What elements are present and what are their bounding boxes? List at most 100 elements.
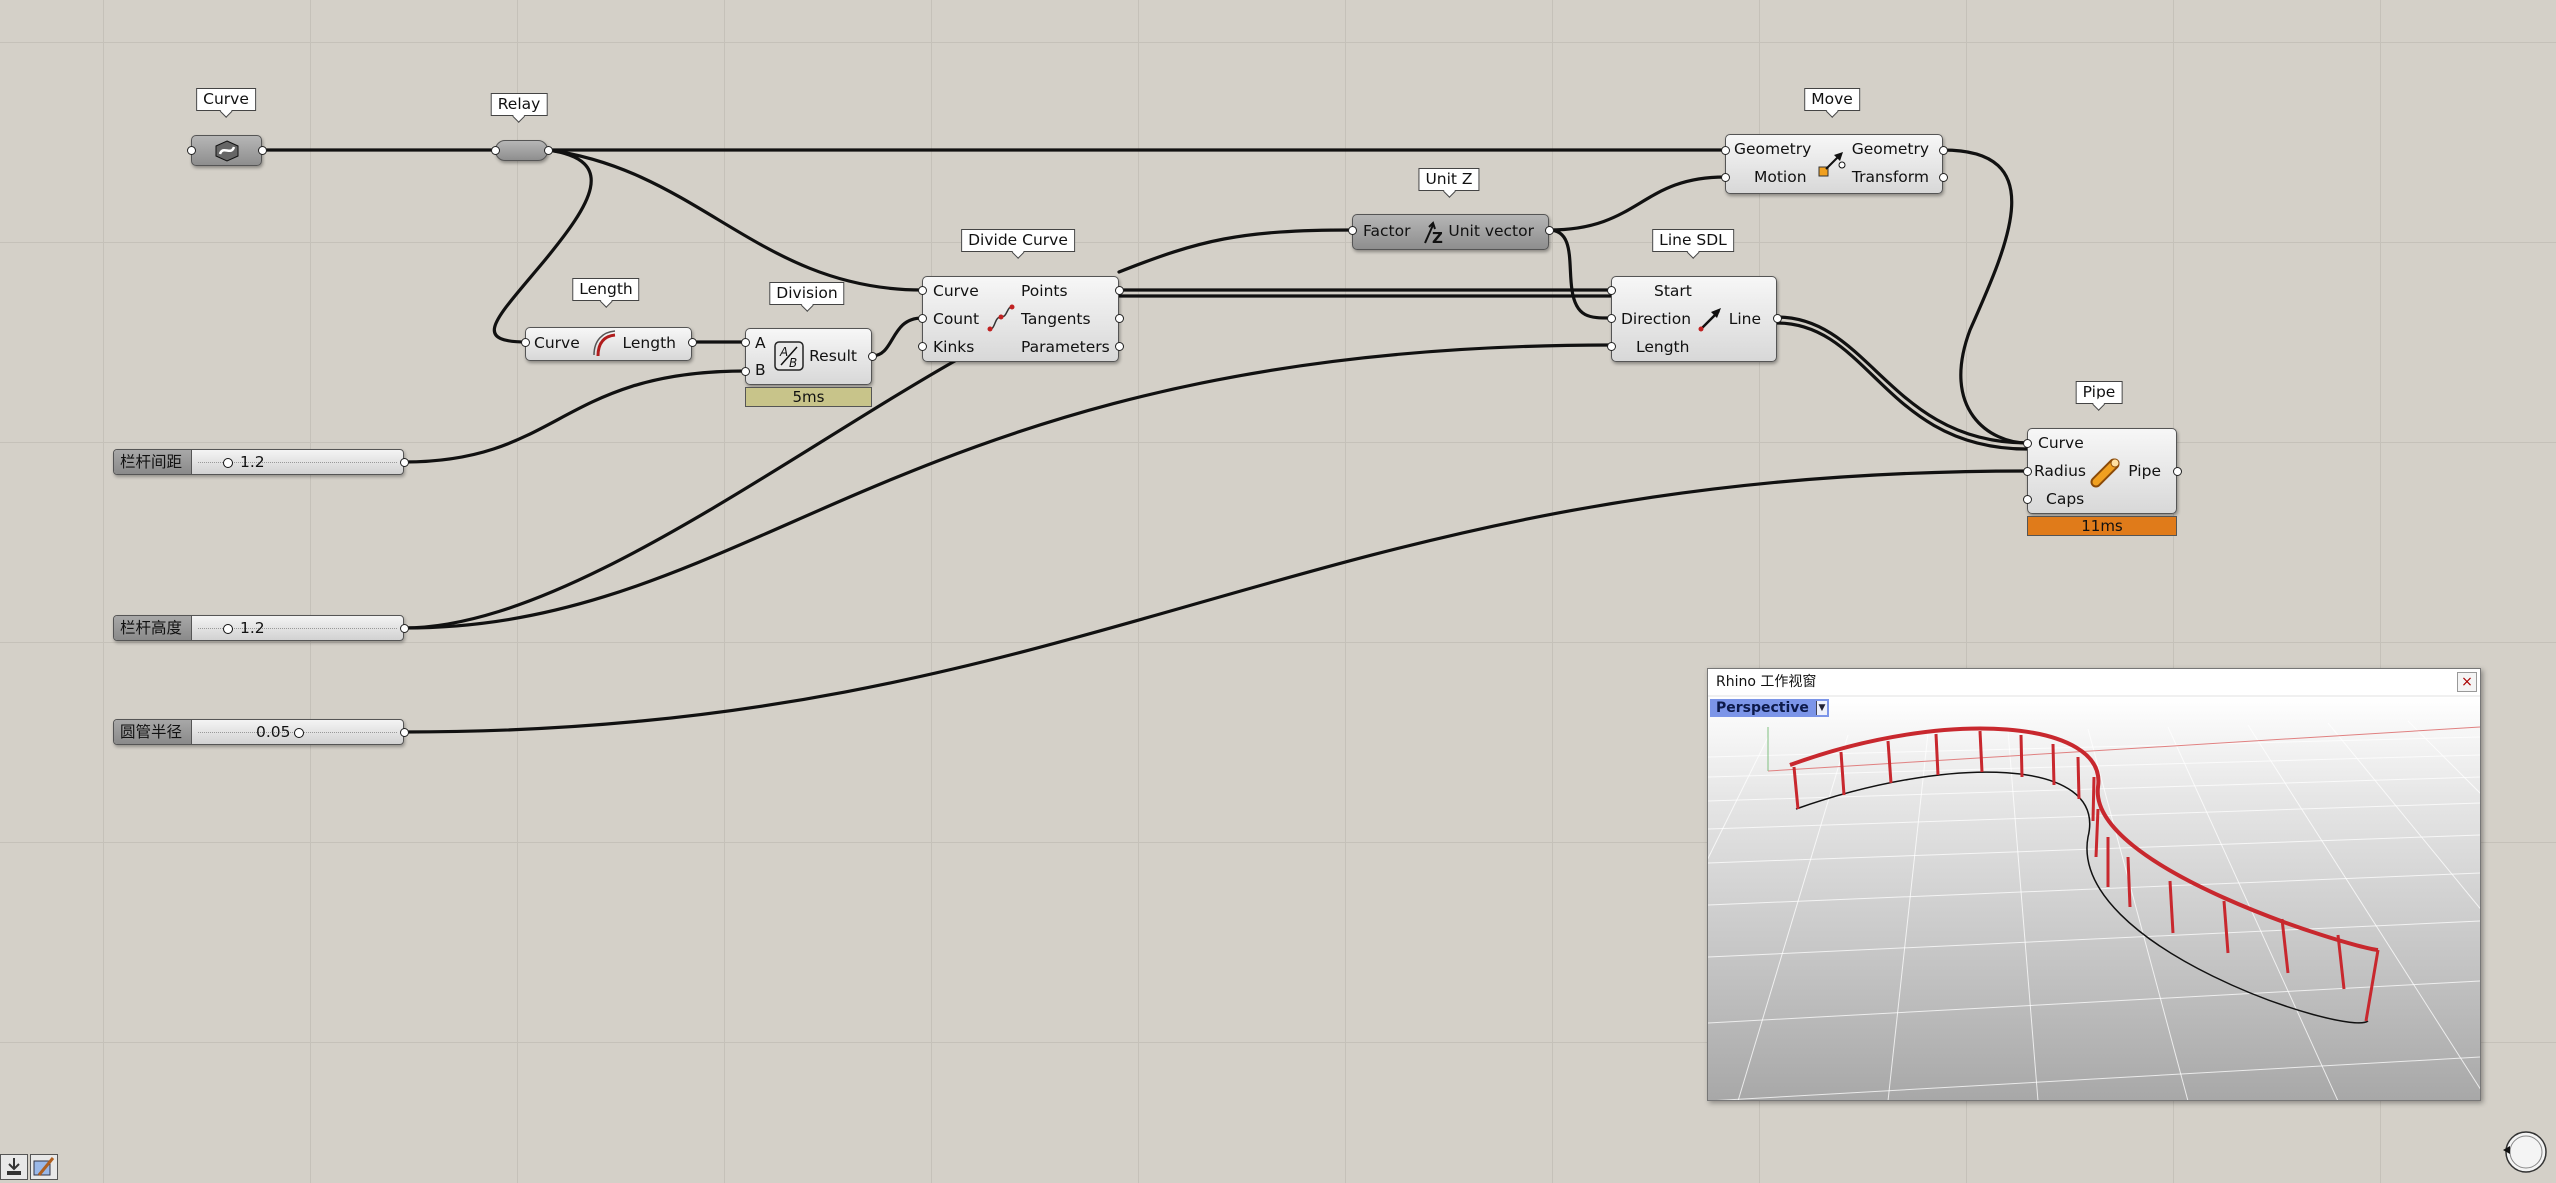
relay-component[interactable] <box>495 140 548 161</box>
line-start-port[interactable] <box>1607 286 1616 295</box>
slider-pipe-radius[interactable]: 圆管半径 0.05 <box>113 719 404 745</box>
divide-parameters-port[interactable] <box>1115 342 1124 351</box>
slider-railing-spacing-value: 1.2 <box>240 453 265 471</box>
move-input-geometry: Geometry <box>1734 140 1812 158</box>
division-b-port[interactable] <box>741 367 750 376</box>
slider-railing-height-knob[interactable] <box>223 624 233 634</box>
slider-railing-spacing-knob[interactable] <box>223 458 233 468</box>
line-output-port[interactable] <box>1773 314 1782 323</box>
divide-points-port[interactable] <box>1115 286 1124 295</box>
move-component[interactable]: Geometry Motion Geometry Transform <box>1725 134 1943 194</box>
slider-railing-spacing-port[interactable] <box>400 458 409 467</box>
pipe-output-pipe: Pipe <box>2128 462 2161 480</box>
curve-param-icon <box>215 140 239 162</box>
relay-output-port[interactable] <box>544 146 553 155</box>
move-input-motion: Motion <box>1754 168 1807 186</box>
divide-output-parameters: Parameters <box>1021 338 1110 356</box>
line-direction-port[interactable] <box>1607 314 1616 323</box>
perspective-viewport[interactable]: Perspective ▼ <box>1708 697 2480 1100</box>
division-result-port[interactable] <box>868 352 877 361</box>
relay-tag: Relay <box>490 93 548 116</box>
viewport-dropdown-icon[interactable]: ▼ <box>1815 701 1827 715</box>
move-geometry-output-port[interactable] <box>1939 146 1948 155</box>
divide-curve-tag: Divide Curve <box>961 229 1075 252</box>
divide-count-port[interactable] <box>918 314 927 323</box>
navigation-arrow-icon <box>2503 1146 2510 1154</box>
move-transform-port[interactable] <box>1939 173 1948 182</box>
divide-tangents-port[interactable] <box>1115 314 1124 323</box>
pipe-caps-port[interactable] <box>2023 495 2032 504</box>
move-icon <box>1818 152 1846 177</box>
curve-output-port[interactable] <box>258 146 267 155</box>
pipe-component[interactable]: Curve Radius Caps Pipe <box>2027 428 2177 514</box>
move-output-geometry: Geometry <box>1851 140 1929 158</box>
division-tag: Division <box>769 282 845 305</box>
move-tag: Move <box>1804 88 1860 111</box>
railing-posts <box>1792 730 2380 1022</box>
slider-pipe-radius-knob[interactable] <box>294 728 304 738</box>
line-input-start: Start <box>1654 282 1692 300</box>
navigation-widget[interactable] <box>2500 1130 2550 1176</box>
curve-component[interactable] <box>191 135 262 166</box>
division-a-port[interactable] <box>741 338 750 347</box>
slider-pipe-radius-port[interactable] <box>400 728 409 737</box>
slider-track <box>198 628 397 629</box>
length-input-curve: Curve <box>534 334 580 352</box>
slider-railing-height-port[interactable] <box>400 624 409 633</box>
move-motion-port[interactable] <box>1721 173 1730 182</box>
slider-railing-height-value: 1.2 <box>240 619 265 637</box>
rhino-window-titlebar[interactable]: Rhino 工作视窗 × <box>1708 669 2480 695</box>
length-curve-port[interactable] <box>521 338 530 347</box>
divide-input-curve: Curve <box>933 282 979 300</box>
line-sdl-component[interactable]: Start Direction Length Line <box>1611 276 1777 362</box>
length-component[interactable]: Curve Length <box>525 327 692 361</box>
unit-z-vector-port[interactable] <box>1545 226 1554 235</box>
length-curve-icon <box>593 330 616 357</box>
wire-line-pipe-1 <box>1775 315 2029 445</box>
wire-slider2-kinks <box>402 356 962 630</box>
divide-kinks-port[interactable] <box>918 342 927 351</box>
slider-track <box>198 462 397 463</box>
pipe-tag: Pipe <box>2075 381 2123 404</box>
relay-input-port[interactable] <box>491 146 500 155</box>
length-output-length: Length <box>622 334 676 352</box>
unit-z-component[interactable]: Factor Z Unit vector <box>1352 214 1549 250</box>
pipe-output-port[interactable] <box>2173 467 2182 476</box>
move-geometry-input-port[interactable] <box>1721 146 1730 155</box>
divide-input-count: Count <box>933 310 980 328</box>
preview-settings-button[interactable] <box>30 1154 58 1180</box>
length-tag: Length <box>572 278 640 301</box>
export-button[interactable] <box>0 1154 28 1180</box>
svg-text:A: A <box>779 345 788 359</box>
divide-curve-component[interactable]: Curve Count Kinks Points Tangents Parame… <box>922 276 1119 362</box>
unit-z-factor-port[interactable] <box>1348 226 1357 235</box>
curve-tag: Curve <box>196 88 256 111</box>
line-sdl-icon <box>1698 308 1721 332</box>
curve-input-port[interactable] <box>187 146 196 155</box>
wire-relay-length <box>492 148 593 344</box>
svg-text:B: B <box>789 356 797 370</box>
viewport-label-text: Perspective <box>1716 700 1809 716</box>
slider-railing-spacing[interactable]: 栏杆间距 1.2 <box>113 449 404 475</box>
pipe-input-caps: Caps <box>2046 490 2085 508</box>
viewport-label[interactable]: Perspective ▼ <box>1710 699 1829 717</box>
slider-railing-height[interactable]: 栏杆高度 1.2 <box>113 615 404 641</box>
line-length-port[interactable] <box>1607 342 1616 351</box>
divide-curve-port[interactable] <box>918 286 927 295</box>
division-component[interactable]: A B A B Result <box>745 328 872 385</box>
wire-unitz-motion <box>1547 175 1727 232</box>
wire-slider1-division <box>402 369 747 464</box>
wire-slider2-length <box>402 343 1613 630</box>
unit-z-tag: Unit Z <box>1418 168 1480 191</box>
pipe-curve-port[interactable] <box>2023 439 2032 448</box>
wire-unitz-direction <box>1547 228 1613 320</box>
pipe-radius-port[interactable] <box>2023 467 2032 476</box>
line-input-length: Length <box>1636 338 1690 356</box>
rhino-close-button[interactable]: × <box>2457 672 2477 692</box>
wire-line-pipe-2 <box>1775 321 2029 451</box>
rhino-window-title: Rhino 工作视窗 <box>1716 674 1817 690</box>
viewport-grid <box>1708 720 2480 1100</box>
rhino-viewport-window[interactable]: Rhino 工作视窗 × Perspective ▼ <box>1707 668 2481 1101</box>
length-output-port[interactable] <box>688 338 697 347</box>
preview-brush-icon <box>33 1157 55 1176</box>
